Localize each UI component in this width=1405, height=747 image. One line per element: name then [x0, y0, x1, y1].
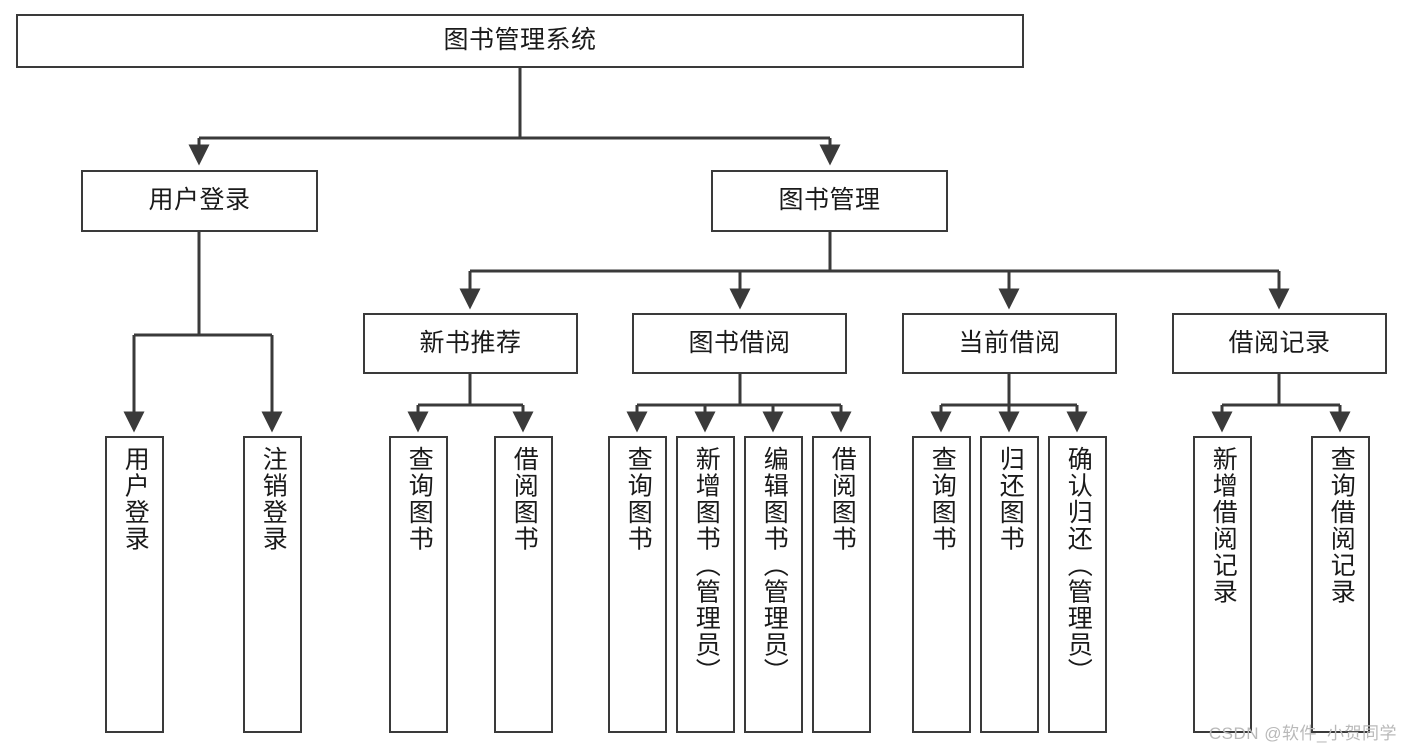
node-leaf-edit-book[interactable]: 编辑图书（管理员） [744, 436, 803, 733]
node-leaf-borrow-book-1[interactable]: 借阅图书 [494, 436, 553, 733]
node-leaf-return-book-label: 归还图书 [996, 446, 1025, 552]
node-leaf-query-book-3[interactable]: 查询图书 [912, 436, 971, 733]
node-book-manage-label: 图书管理 [778, 186, 881, 215]
node-leaf-borrow-book-1-label: 借阅图书 [510, 446, 539, 552]
node-leaf-logout-label: 注销登录 [259, 446, 288, 552]
node-leaf-logout[interactable]: 注销登录 [243, 436, 302, 733]
node-book-borrow-label: 图书借阅 [688, 328, 791, 357]
node-borrow-record[interactable]: 借阅记录 [1172, 313, 1387, 374]
node-leaf-query-book-3-label: 查询图书 [928, 446, 957, 552]
node-leaf-borrow-book-2[interactable]: 借阅图书 [812, 436, 871, 733]
node-current-borrow[interactable]: 当前借阅 [902, 313, 1117, 374]
node-leaf-add-record[interactable]: 新增借阅记录 [1193, 436, 1252, 733]
node-leaf-add-book[interactable]: 新增图书（管理员） [676, 436, 735, 733]
node-leaf-query-book-2[interactable]: 查询图书 [608, 436, 667, 733]
node-user-login-label: 用户登录 [148, 186, 251, 215]
node-current-borrow-label: 当前借阅 [958, 328, 1061, 357]
node-leaf-query-book-1-label: 查询图书 [405, 446, 434, 552]
node-leaf-edit-book-label: 编辑图书（管理员） [760, 446, 789, 685]
node-root-label: 图书管理系统 [443, 26, 597, 55]
node-leaf-confirm-return-label: 确认归还（管理员） [1064, 446, 1093, 685]
node-leaf-query-record[interactable]: 查询借阅记录 [1311, 436, 1370, 733]
node-leaf-add-record-label: 新增借阅记录 [1209, 446, 1238, 605]
node-leaf-borrow-book-2-label: 借阅图书 [828, 446, 857, 552]
node-user-login[interactable]: 用户登录 [81, 170, 318, 232]
node-book-borrow[interactable]: 图书借阅 [632, 313, 847, 374]
csdn-watermark: CSDN @软件_小贺同学 [1208, 724, 1397, 743]
node-leaf-add-book-label: 新增图书（管理员） [692, 446, 721, 685]
node-leaf-user-login[interactable]: 用户登录 [105, 436, 164, 733]
node-new-book-rec[interactable]: 新书推荐 [363, 313, 578, 374]
node-leaf-confirm-return[interactable]: 确认归还（管理员） [1048, 436, 1107, 733]
node-leaf-return-book[interactable]: 归还图书 [980, 436, 1039, 733]
node-leaf-query-book-2-label: 查询图书 [624, 446, 653, 552]
node-borrow-record-label: 借阅记录 [1228, 328, 1331, 357]
node-root[interactable]: 图书管理系统 [16, 14, 1024, 68]
node-leaf-user-login-label: 用户登录 [121, 446, 150, 552]
node-new-book-rec-label: 新书推荐 [419, 328, 522, 357]
node-book-manage[interactable]: 图书管理 [711, 170, 948, 232]
node-leaf-query-book-1[interactable]: 查询图书 [389, 436, 448, 733]
node-leaf-query-record-label: 查询借阅记录 [1327, 446, 1356, 605]
